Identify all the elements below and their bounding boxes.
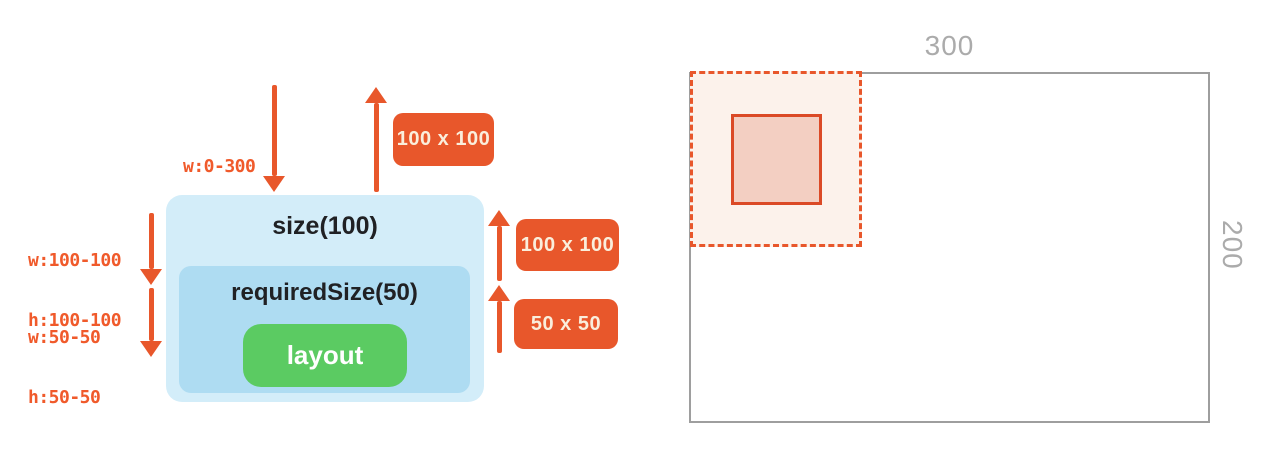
arrow-stem [148, 288, 154, 341]
constraint-height-line: h:100-100 [28, 310, 122, 331]
arrow-stem [496, 301, 502, 353]
parent-height-label: 200 [1217, 220, 1248, 270]
arrow-head [488, 210, 510, 226]
mid-size-out-arrow-icon [488, 210, 510, 281]
constraints-in-arrow-icon [263, 85, 285, 192]
inner-constraints-label: w:50-50 h:50-50 [28, 288, 101, 448]
required-size-modifier-box: requiredSize(50) layout [179, 266, 470, 393]
mid-constraints-arrow-icon [140, 213, 162, 285]
size-modifier-label: size(100) [272, 212, 378, 240]
size-modifier-box: size(100) requiredSize(50) layout [166, 195, 484, 402]
arrow-stem [496, 226, 502, 281]
arrow-head [488, 285, 510, 301]
inner-constraints-arrow-icon [140, 288, 162, 357]
size-out-arrow-icon [365, 87, 387, 192]
arrow-stem [148, 213, 154, 269]
inner-size-out-arrow-icon [488, 285, 510, 353]
required-size-modifier-label: requiredSize(50) [231, 279, 418, 306]
size-badge-top: 100 x 100 [393, 113, 494, 166]
arrow-stem [373, 103, 379, 192]
layout-node-label: layout [286, 340, 364, 370]
required-size-square [731, 114, 822, 205]
layout-node-box: layout [243, 324, 407, 387]
constraint-width-line: w:0-300 [183, 156, 256, 177]
size-badge-mid: 100 x 100 [516, 219, 619, 271]
parent-width-label: 300 [924, 30, 975, 61]
arrow-head [263, 176, 285, 192]
size-badge-inner: 50 x 50 [514, 299, 618, 349]
arrow-stem [271, 85, 277, 176]
constraint-height-line: h:50-50 [28, 387, 101, 408]
constraint-width-line: w:50-50 [28, 327, 101, 348]
arrow-head [140, 269, 162, 285]
arrow-head [365, 87, 387, 103]
mid-constraints-label: w:100-100 h:100-100 [28, 211, 122, 371]
arrow-head [140, 341, 162, 357]
constraint-width-line: w:100-100 [28, 250, 122, 271]
